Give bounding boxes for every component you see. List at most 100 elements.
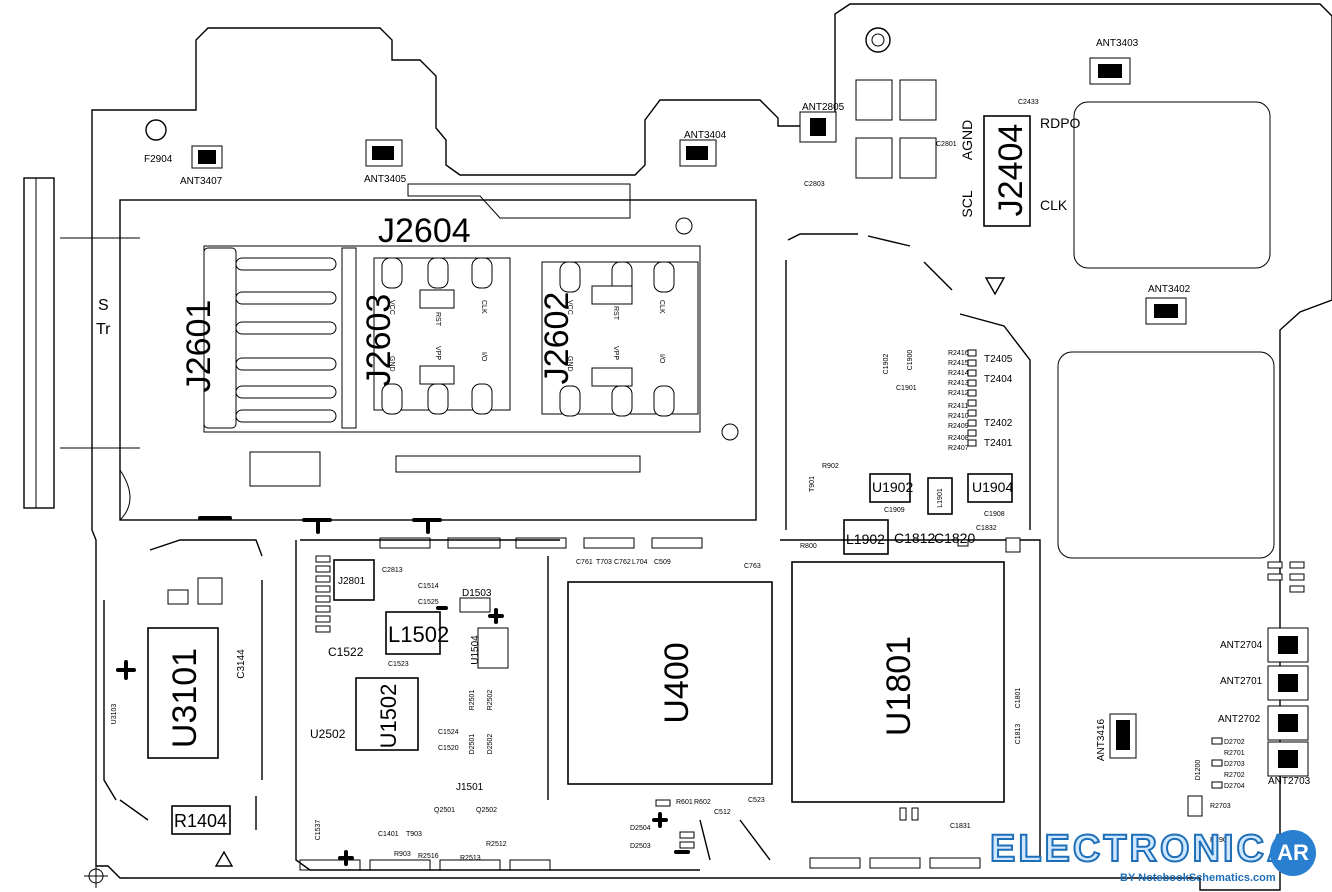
c1812-label: C1812 [894, 530, 935, 546]
l1902-label: L1902 [846, 531, 885, 547]
ant2701-label: ANT2701 [1220, 676, 1263, 687]
r800-label: R800 [800, 543, 817, 550]
u3101-outline [147, 627, 219, 759]
u400-label: U400 [658, 642, 696, 723]
r2502-label: R2502 [487, 690, 494, 711]
l1901-label: L1901 [937, 488, 944, 508]
t903-label: T903 [406, 831, 422, 838]
vpp2-label: VPP [612, 346, 619, 360]
r2513-label: R2513 [460, 855, 481, 862]
j2601-label: J2601 [180, 300, 218, 393]
r602-label: R602 [694, 799, 711, 806]
d1503-label: D1503 [462, 588, 492, 599]
u1902-outline [869, 473, 911, 503]
rdpo-label: RDPO [1040, 115, 1081, 131]
u400-outline [567, 581, 773, 785]
brand-byline: BY NotebookSchematics.com [1120, 872, 1276, 884]
agnd-label: AGND [959, 120, 975, 160]
c1801-label: C1801 [1015, 688, 1022, 709]
d2502-label: D2502 [487, 734, 494, 755]
c1820-label: C1820 [934, 530, 975, 546]
u1502-outline [355, 677, 419, 751]
c1520-label: C1520 [438, 745, 459, 752]
j2604-label: J2604 [378, 212, 471, 250]
board-outline [91, 3, 1332, 891]
d2503-label: D2503 [630, 843, 651, 850]
orientation-triangle-right [984, 277, 1006, 296]
j2801-outline [333, 559, 375, 601]
u3101-label: U3101 [166, 648, 204, 748]
j2602-contacts [541, 261, 699, 417]
r2512-label: R2512 [486, 841, 507, 848]
r2703-label: R2703 [1210, 803, 1231, 810]
orientation-triangle-bottom [214, 850, 234, 867]
r2416-label: R2416 [948, 350, 969, 357]
c1401-label: C1401 [378, 831, 399, 838]
bottom-segments [299, 537, 981, 871]
j2603-contacts [373, 257, 511, 415]
gnd2-label: GND [566, 356, 573, 372]
r2408-label: R2408 [948, 435, 969, 442]
l1502-outline [385, 611, 441, 655]
cutout-upper-right [1073, 101, 1271, 269]
q2501-label: Q2501 [434, 807, 455, 814]
r2903-label: R2903 [1210, 837, 1231, 844]
watermark-brand: ELECTRONICA AR BY NotebookSchematics.com [989, 826, 1332, 892]
c1522-label: C1522 [328, 645, 364, 659]
c1537-label: C1537 [315, 820, 322, 841]
d2504-label: D2504 [630, 825, 651, 832]
vcc1-label: VCC [388, 300, 395, 315]
mount-hole-top [865, 27, 891, 53]
u1504-label: U1504 [470, 635, 481, 665]
u1801-outline [791, 561, 1005, 803]
gnd1-label: GND [388, 356, 395, 372]
t2404-label: T2404 [984, 374, 1013, 385]
c509-label: C509 [654, 559, 671, 566]
r2702-label: R2702 [1224, 772, 1245, 779]
c523-label: C523 [748, 797, 765, 804]
vcc2-label: VCC [566, 300, 573, 315]
u1904-label: U1904 [972, 479, 1013, 495]
passive-pads [167, 349, 1305, 849]
j2801-label: J2801 [338, 576, 366, 587]
t2402-label: T2402 [984, 418, 1013, 429]
d2501-label: D2501 [469, 734, 476, 755]
l1901-outline [927, 477, 953, 515]
c763-label: C763 [744, 563, 761, 570]
d2704-label: D2704 [1224, 783, 1245, 790]
u1902-label: U1902 [872, 479, 913, 495]
j2601-contacts [203, 247, 357, 429]
u3103-label: U3103 [111, 704, 118, 725]
u1904-outline [967, 473, 1013, 503]
t2405-label: T2405 [984, 354, 1013, 365]
io1-label: I/O [480, 352, 487, 362]
r2413-label: R2413 [948, 380, 969, 387]
c1524-label: C1524 [438, 729, 459, 736]
c1900-label: C1900 [907, 350, 914, 371]
t703-label: T703 [596, 559, 612, 566]
io2-label: I/O [658, 354, 665, 364]
t901-label: T901 [809, 476, 816, 492]
q2502-label: Q2502 [476, 807, 497, 814]
r2409-label: R2409 [948, 423, 969, 430]
j1501-label: J1501 [456, 782, 484, 793]
ant3403-label: ANT3403 [1096, 38, 1139, 49]
clk-label: CLK [1040, 197, 1068, 213]
c761-label: C761 [576, 559, 593, 566]
f2904-label: F2904 [144, 154, 173, 165]
brand-logo-icon: AR [1270, 830, 1316, 876]
j2603-label: J2603 [360, 294, 398, 387]
c2803-label: C2803 [804, 181, 825, 188]
c2813-label: C2813 [382, 567, 403, 574]
ant2704-label: ANT2704 [1220, 640, 1263, 651]
r2701-label: R2701 [1224, 750, 1245, 757]
c2433-label: C2433 [1018, 99, 1039, 106]
ant2805-label: ANT2805 [802, 102, 845, 113]
r2407-label: R2407 [948, 445, 969, 452]
c1901-label: C1901 [896, 385, 917, 392]
ant2702-label: ANT2702 [1218, 714, 1261, 725]
ant3404-label: ANT3404 [684, 130, 727, 141]
l704-label: L704 [632, 559, 648, 566]
brand-name: ELECTRONICA [989, 827, 1298, 871]
u1502-label: U1502 [376, 684, 401, 749]
